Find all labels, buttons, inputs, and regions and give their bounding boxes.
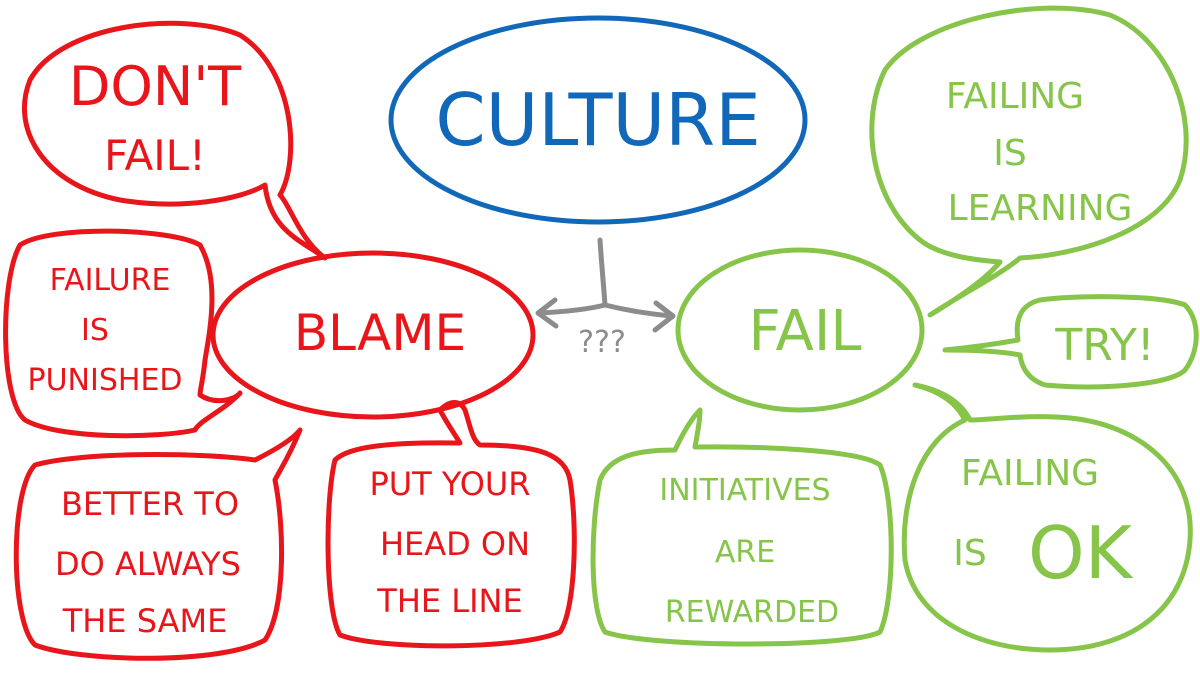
connector-branch-up — [597, 237, 608, 308]
culture-ellipse — [388, 15, 808, 225]
bubble-failing-ok-line-1: FAILING — [961, 453, 1099, 494]
bubble-head-on-line-outline — [325, 400, 577, 649]
bubble-head-on-line-line-3: THE LINE — [376, 582, 522, 620]
fail-title: FAIL — [748, 299, 861, 364]
connector-branch-right — [602, 302, 675, 319]
bubble-better-same: BETTER TO DO ALWAYS THE SAME — [13, 427, 303, 661]
blame-node: BLAME — [210, 250, 536, 420]
bubble-failure-punished-line-3: PUNISHED — [28, 363, 183, 398]
bubble-failure-punished-line-2: IS — [81, 313, 109, 348]
bubble-better-same-outline — [13, 427, 303, 661]
bubble-head-on-line: PUT YOUR HEAD ON THE LINE — [325, 400, 577, 649]
bubble-initiatives-line-1: INITIATIVES — [659, 473, 830, 508]
bubble-head-on-line-line-1: PUT YOUR — [369, 465, 530, 503]
bubble-dont-fail-line-1: DON'T — [69, 55, 242, 118]
connector-label: ??? — [578, 325, 626, 360]
fail-ellipse — [675, 247, 925, 413]
bubble-dont-fail-line-2: FAIL! — [104, 131, 206, 180]
bubble-failure-punished-line-1: FAILURE — [50, 263, 171, 298]
culture-title: CULTURE — [435, 78, 760, 162]
bubble-try: TRY! — [942, 294, 1199, 390]
bubble-initiatives: INITIATIVES ARE REWARDED — [590, 407, 894, 647]
connector-arrowhead-left — [535, 297, 559, 329]
bubble-initiatives-line-2: ARE — [715, 535, 775, 570]
bubble-initiatives-outline — [590, 407, 894, 647]
bubble-failing-learning-line-3: LEARNING — [948, 188, 1133, 229]
bubble-try-outline — [942, 294, 1199, 390]
bubble-failing-learning-line-2: IS — [993, 133, 1026, 174]
bubble-initiatives-line-3: REWARDED — [665, 595, 839, 630]
bubble-failing-learning: FAILING IS LEARNING — [869, 5, 1189, 318]
bubble-head-on-line-line-2: HEAD ON — [380, 525, 530, 563]
culture-node: CULTURE — [388, 15, 808, 225]
bubble-better-same-line-2: DO ALWAYS — [55, 545, 241, 583]
bubble-try-line-1: TRY! — [1054, 320, 1154, 371]
bubble-better-same-line-1: BETTER TO — [61, 485, 239, 523]
bubble-failing-ok-outline — [901, 382, 1193, 653]
blame-title: BLAME — [294, 304, 466, 362]
bubble-failing-learning-line-1: FAILING — [946, 76, 1084, 117]
blame-ellipse — [210, 250, 536, 420]
bubble-failing-ok-line-3: OK — [1028, 511, 1134, 595]
connector-branch-left — [537, 302, 608, 316]
bubble-failing-ok: FAILING IS OK — [901, 382, 1193, 653]
bubble-better-same-line-3: THE SAME — [62, 602, 228, 640]
connector: ??? — [535, 237, 676, 360]
bubble-dont-fail: DON'T FAIL! — [22, 20, 328, 261]
connector-arrowhead-right — [652, 300, 676, 333]
bubble-dont-fail-outline — [22, 20, 328, 261]
bubble-failure-punished-outline — [3, 228, 243, 439]
fail-node: FAIL — [675, 247, 925, 413]
bubble-failing-learning-outline — [869, 5, 1189, 318]
bubble-failure-punished: FAILURE IS PUNISHED — [3, 228, 243, 439]
bubble-failing-ok-line-2: IS — [953, 533, 986, 574]
